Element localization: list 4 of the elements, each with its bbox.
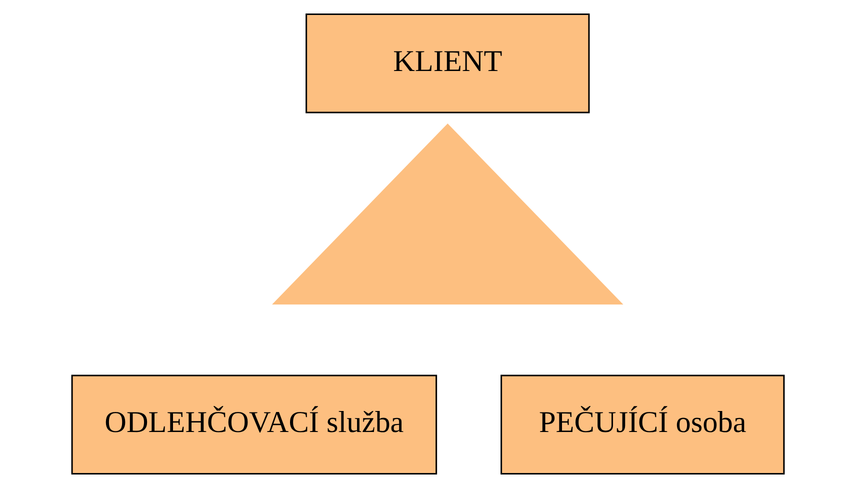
- node-triangle: [272, 124, 624, 304]
- node-box: PEČUJÍCÍ osoba: [500, 374, 785, 474]
- node-box: ODLEHČOVACÍ služba: [71, 374, 438, 474]
- node-box: KLIENT: [306, 14, 590, 114]
